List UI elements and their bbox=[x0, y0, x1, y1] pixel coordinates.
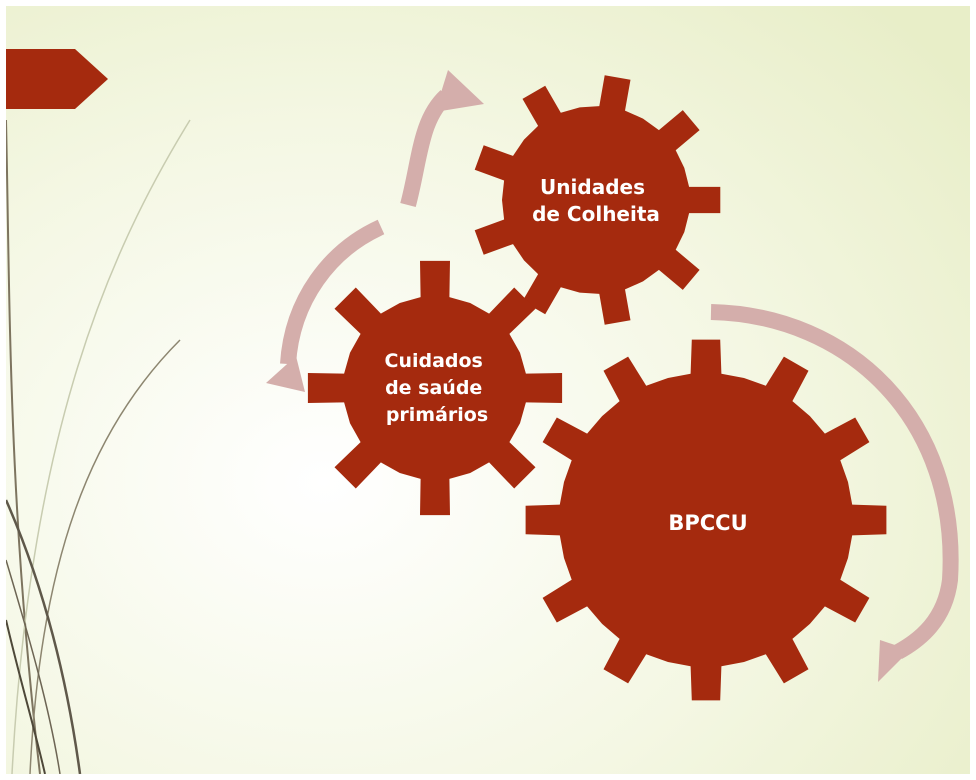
gear-cuidados-de-saude-primarios: Cuidados de saúde primários bbox=[307, 260, 563, 516]
arrow-to-cuidados-head bbox=[266, 356, 305, 392]
gear-label-line: BPCCU bbox=[668, 511, 747, 535]
title-marker bbox=[6, 49, 108, 109]
arrow-to-unidades-head bbox=[435, 70, 484, 112]
gear-label-line: de saúde bbox=[385, 377, 482, 399]
gear-label: BPCCU bbox=[668, 511, 747, 535]
swoosh-line bbox=[6, 499, 82, 774]
swoosh-line bbox=[29, 339, 181, 774]
gear-label-line: Unidades bbox=[540, 175, 645, 199]
gear-diagram: Unidades de Colheita Cuidados de saúde p… bbox=[6, 6, 970, 774]
swoosh-line bbox=[6, 119, 41, 774]
swoosh-line bbox=[6, 619, 46, 774]
arrow-to-bpccu-head bbox=[878, 640, 910, 682]
arrow-to-cuidados bbox=[280, 219, 385, 365]
gear-shape bbox=[307, 260, 563, 516]
arrow-to-bpccu bbox=[710, 304, 959, 660]
cycle-arrows bbox=[266, 70, 959, 682]
gear-shape bbox=[525, 339, 887, 701]
gear-label-line: primários bbox=[386, 404, 488, 426]
gear-unidades-de-colheita: Unidades de Colheita bbox=[474, 75, 721, 325]
gear-label: Cuidados de saúde primários bbox=[385, 350, 490, 426]
gear-label: Unidades de Colheita bbox=[532, 175, 660, 226]
gear-bpccu: BPCCU bbox=[525, 339, 887, 701]
swoosh-line bbox=[6, 559, 61, 774]
slide: Unidades de Colheita Cuidados de saúde p… bbox=[6, 6, 970, 774]
swoosh-line bbox=[11, 119, 191, 774]
gear-label-line: Cuidados bbox=[385, 350, 483, 372]
decorative-swoosh-lines bbox=[6, 119, 191, 774]
gear-shape bbox=[474, 75, 721, 325]
gear-label-line: de Colheita bbox=[532, 202, 660, 226]
